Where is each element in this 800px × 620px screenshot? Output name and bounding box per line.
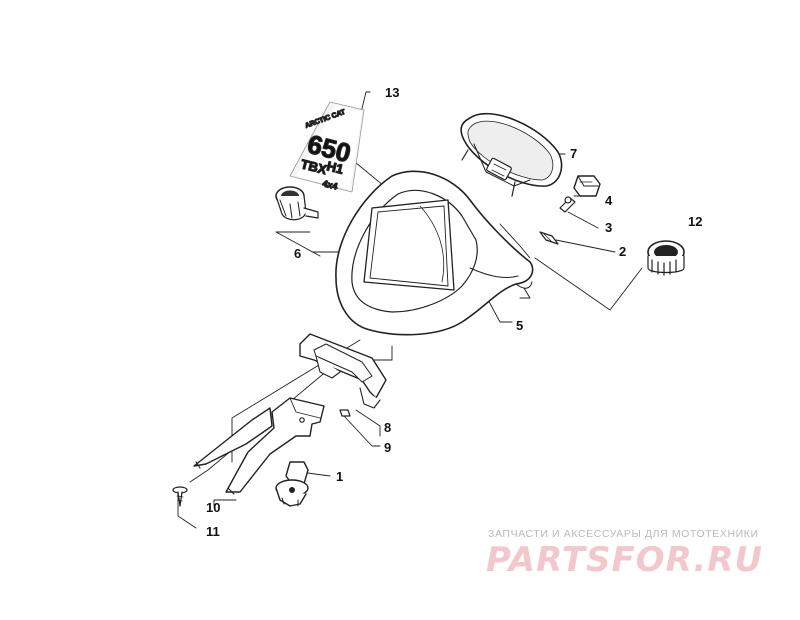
callout-2: 2 — [619, 244, 626, 259]
pod-housing-5 — [335, 170, 534, 336]
watermark-brand: PARTSFOR.RU — [486, 540, 764, 580]
leader-8 — [355, 409, 381, 437]
mounting-plate-10 — [193, 397, 325, 495]
leader-3 — [567, 211, 599, 229]
leader-11-a — [189, 359, 341, 483]
watermark-tagline: ЗАПЧАСТИ И АКСЕССУАРЫ ДЛЯ МОТОТЕХНИКИ — [488, 528, 759, 540]
callout-10: 10 — [206, 500, 220, 515]
knob-4 — [573, 175, 601, 197]
decal-drive: 4x4 — [322, 178, 339, 191]
callout-3: 3 — [605, 220, 612, 235]
callout-1: 1 — [336, 469, 343, 484]
leader-10 — [213, 499, 237, 507]
callout-11: 11 — [206, 524, 220, 539]
decal-suffix: H1 — [325, 158, 345, 177]
callout-numbers: 13 7 4 3 2 12 6 5 8 9 1 10 11 — [206, 85, 702, 539]
leader-5 — [485, 295, 513, 323]
decal-13: ARCTIC CAT 650 H1 TBX 4x4 — [289, 101, 365, 193]
connector-1 — [275, 461, 309, 507]
speedometer-7 — [460, 112, 563, 197]
decal-trim: TBX — [299, 156, 328, 177]
switch-12 — [647, 240, 685, 276]
leader-6-a — [275, 231, 321, 257]
leader-2 — [555, 239, 616, 253]
leader-9 — [343, 415, 381, 447]
callout-4: 4 — [605, 193, 613, 208]
screw-9 — [339, 409, 351, 417]
callout-8: 8 — [384, 420, 391, 435]
stem-3 — [559, 196, 576, 213]
leader-5-a — [499, 223, 531, 259]
ignition-switch-6 — [275, 186, 319, 221]
bracket-8 — [299, 333, 387, 409]
screw-11 — [172, 486, 188, 507]
callout-7: 7 — [570, 146, 577, 161]
callout-9: 9 — [384, 440, 391, 455]
callout-12: 12 — [688, 214, 702, 229]
callout-5: 5 — [516, 318, 523, 333]
callout-6: 6 — [294, 246, 301, 261]
callout-13: 13 — [385, 85, 399, 100]
clip-2 — [539, 231, 559, 245]
leader-12 — [534, 257, 643, 311]
